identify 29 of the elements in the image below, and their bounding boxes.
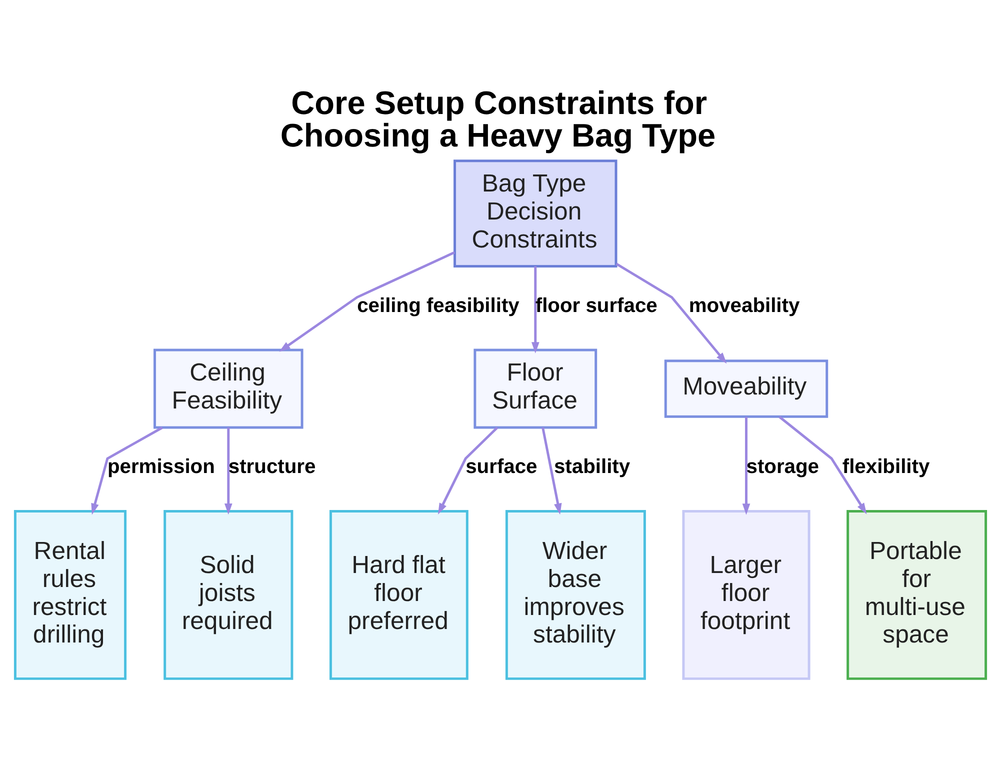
node-box: Wider base improves stability bbox=[504, 510, 646, 680]
node-box: Hard flat floor preferred bbox=[328, 510, 468, 680]
node-box: Bag Type Decision Constraints bbox=[453, 159, 617, 267]
node-box: Ceiling Feasibility bbox=[153, 348, 303, 428]
edge-label: moveability bbox=[688, 294, 800, 316]
node-box: Rental rules restrict drilling bbox=[13, 510, 126, 680]
arrow bbox=[615, 262, 726, 364]
node-box: Portable for multi-use space bbox=[846, 510, 987, 680]
edge-label: ceiling feasibility bbox=[356, 294, 519, 316]
diagram-title: Core Setup Constraints for Choosing a Heavy Bag Type bbox=[280, 84, 716, 154]
edge-label: surface bbox=[465, 456, 537, 478]
edge-label: permission bbox=[106, 456, 214, 478]
arrow bbox=[778, 415, 866, 514]
arrow bbox=[530, 266, 539, 353]
edge-label: stability bbox=[553, 456, 630, 478]
arrow bbox=[224, 427, 232, 514]
node-box: Moveability bbox=[664, 359, 828, 418]
arrow bbox=[742, 416, 750, 514]
arrow bbox=[437, 426, 498, 514]
edge-label: storage bbox=[746, 456, 819, 478]
edge-label: structure bbox=[228, 456, 316, 478]
arrow bbox=[90, 426, 162, 514]
node-box: Floor Surface bbox=[473, 348, 597, 428]
arrow bbox=[278, 250, 455, 352]
edge-label: flexibility bbox=[842, 456, 930, 478]
node-box: Larger floor footprint bbox=[682, 510, 810, 680]
arrow bbox=[541, 426, 562, 514]
node-box: Solid joists required bbox=[163, 510, 293, 680]
edge-label: floor surface bbox=[534, 294, 657, 316]
